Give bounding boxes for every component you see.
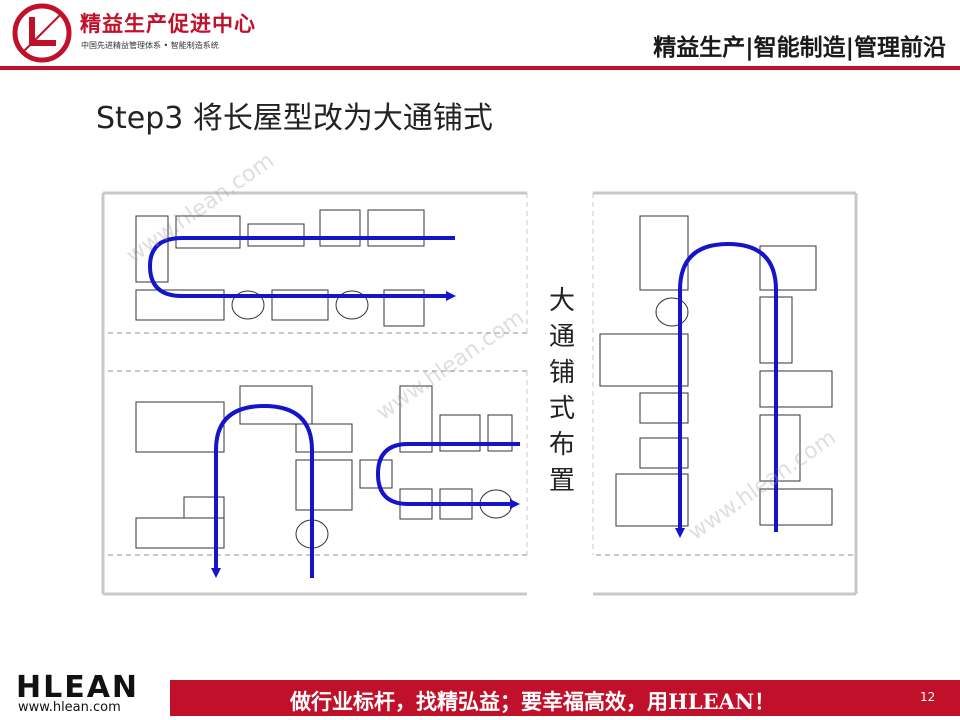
u-flow-arrow xyxy=(211,403,314,578)
footer-bar xyxy=(170,680,960,716)
footer-slogan: 做行业标杆，找精弘益；要幸福高效，用HLEAN！ xyxy=(290,689,776,714)
logo-icon xyxy=(12,3,72,63)
long-house-panel xyxy=(101,191,528,596)
header-slogan: 精益生产|智能制造|管理前沿 xyxy=(653,35,946,61)
footer-logo: HLEAN xyxy=(16,670,140,705)
big-open-panel xyxy=(592,191,858,596)
slide-title: Step3 将长屋型改为大通铺式 xyxy=(96,101,493,136)
header: 精益生产促进中心 中国先进精益管理体系 • 智能制造系统 精益生产|智能制造|管… xyxy=(0,0,960,70)
bottom-row-machines xyxy=(135,385,513,549)
open-layout-machines xyxy=(599,215,833,527)
logo-subtitle: 中国先进精益管理体系 • 智能制造系统 xyxy=(81,41,219,50)
header-divider xyxy=(0,66,960,70)
right-u-flow-arrow xyxy=(375,442,520,509)
vertical-label: 大通铺式布置 xyxy=(548,286,575,496)
top-flow-arrow xyxy=(147,236,456,301)
logo-text: 精益生产促进中心 xyxy=(80,12,256,36)
page-number: 12 xyxy=(920,690,936,704)
footer-url[interactable]: www.hlean.com xyxy=(18,700,121,715)
open-flow-arrow xyxy=(675,241,778,538)
